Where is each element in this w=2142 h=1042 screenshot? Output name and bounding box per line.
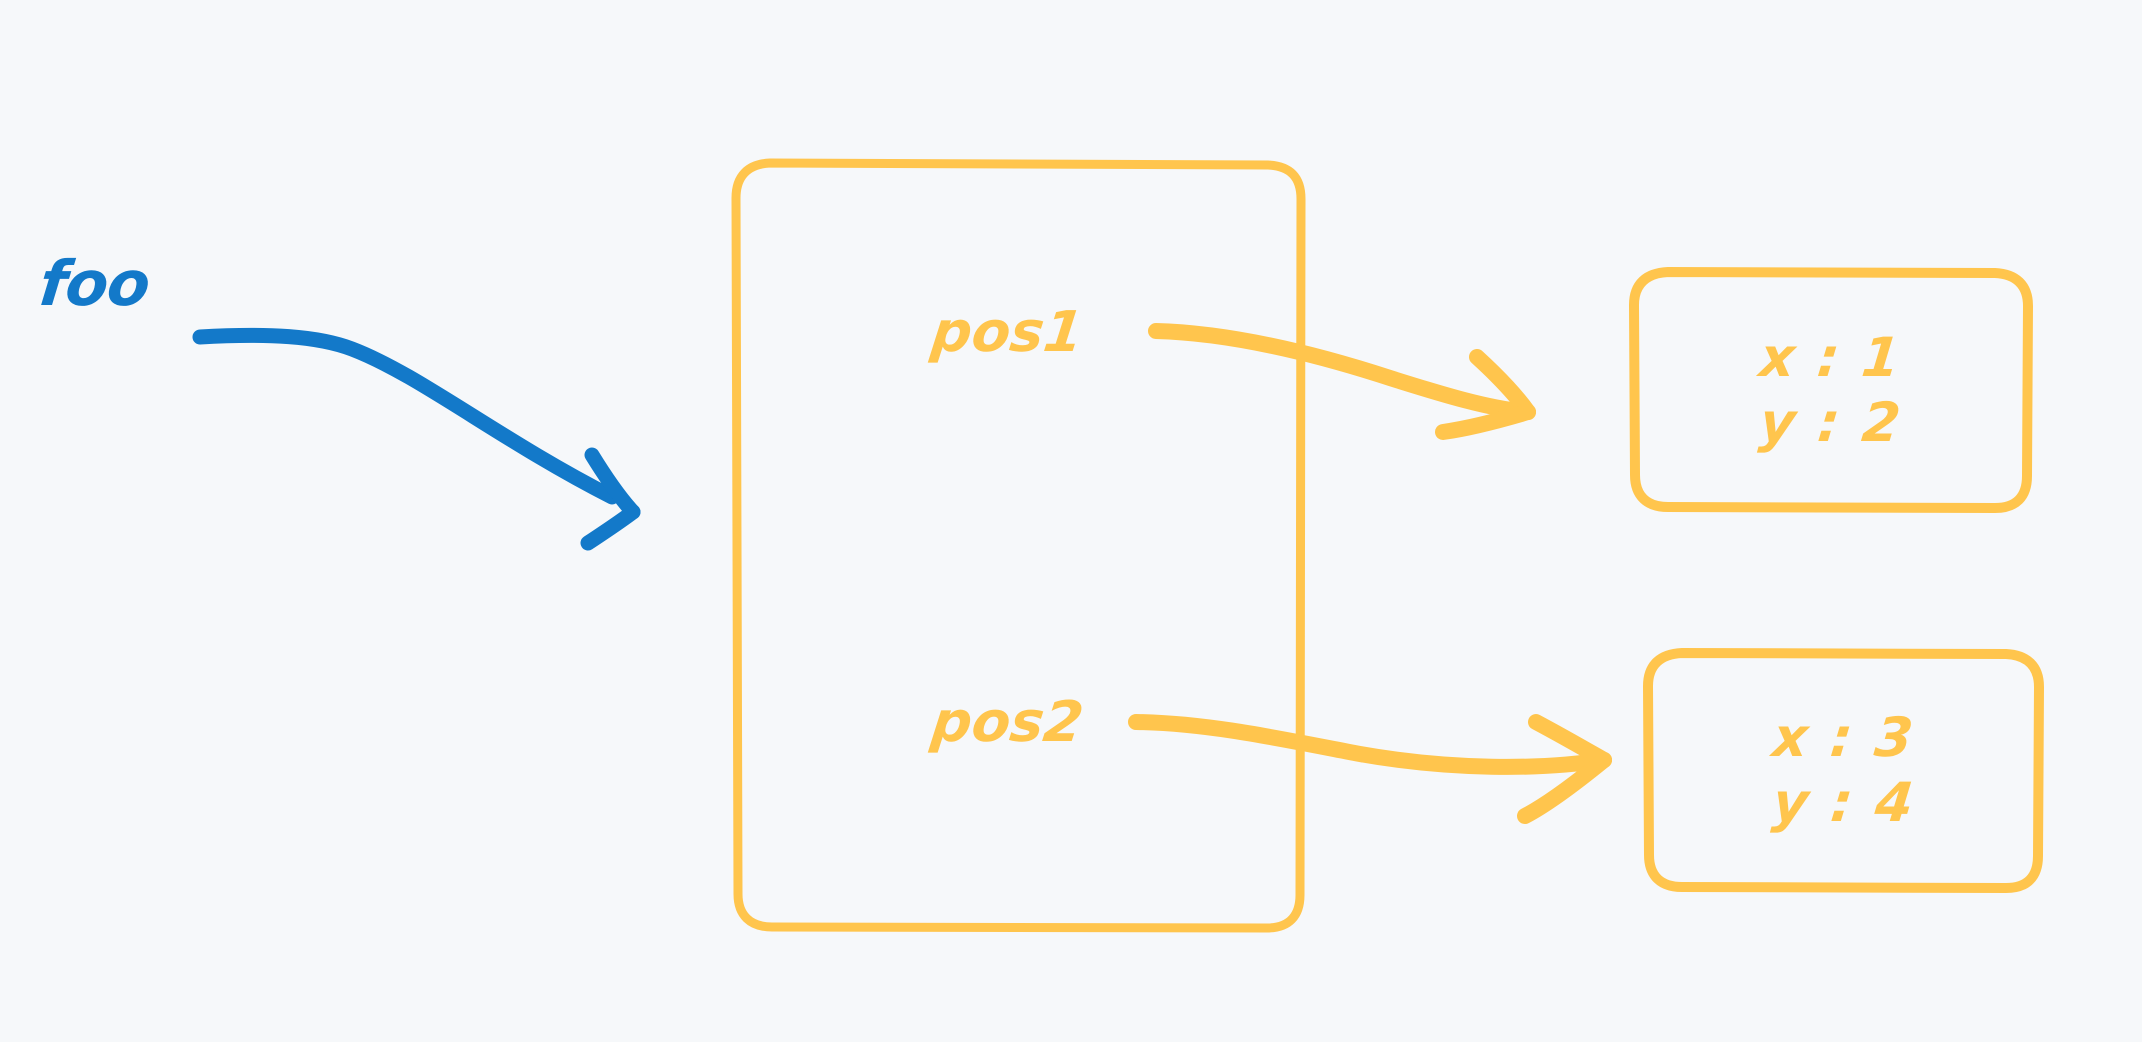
object-container[interactable] xyxy=(731,158,1306,933)
variable-label-foo: foo xyxy=(36,247,154,320)
arrow-pos2-to-value-box-2[interactable] xyxy=(1128,714,1612,824)
arrow-pos1-to-value-box-1[interactable] xyxy=(1148,323,1536,440)
pointer-label-pos1: pos1 xyxy=(928,300,1087,365)
value-box-pos1[interactable] xyxy=(1629,267,2033,513)
arrow-foo-to-container[interactable] xyxy=(192,327,641,551)
value-box-pos2[interactable] xyxy=(1643,648,2044,893)
pointer-label-pos2: pos2 xyxy=(928,690,1087,755)
